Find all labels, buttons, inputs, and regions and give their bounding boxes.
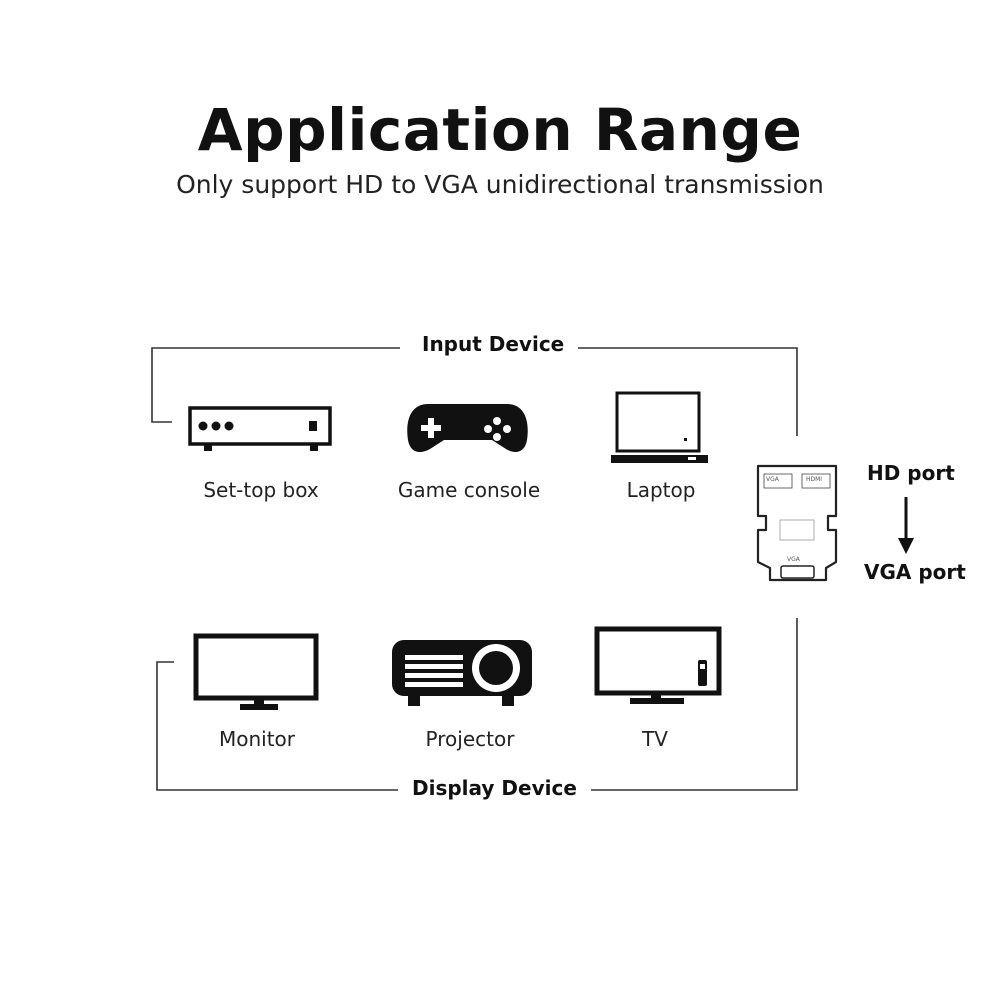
device-label-monitor: Monitor — [218, 727, 296, 751]
game-controller-icon — [407, 404, 528, 452]
device-label-set-top-box: Set-top box — [203, 478, 319, 502]
page-subtitle: Only support HD to VGA unidirectional tr… — [176, 170, 824, 199]
tv-icon — [594, 626, 722, 704]
adapter-engraving-bottom: VGA — [787, 556, 800, 563]
down-arrow-icon — [898, 497, 914, 554]
device-label-laptop: Laptop — [626, 478, 696, 502]
display-device-heading: Display Device — [398, 776, 591, 800]
page-title: Application Range — [197, 96, 803, 164]
display-bracket-line-right — [573, 618, 798, 791]
device-label-game-console: Game console — [397, 478, 541, 502]
device-label-tv: TV — [642, 727, 668, 751]
hd-port-label: HD port — [867, 461, 955, 485]
adapter-engraving-left: VGA — [766, 476, 779, 483]
device-label-projector: Projector — [425, 727, 515, 751]
vga-port-label: VGA port — [864, 560, 966, 584]
hdmi-vga-adapter-icon — [756, 464, 838, 582]
input-bracket-line-right — [572, 347, 798, 436]
input-device-heading: Input Device — [408, 332, 579, 356]
input-bracket-line — [151, 347, 400, 423]
projector-icon — [392, 640, 532, 706]
adapter-engraving-right: HDMI — [806, 476, 823, 483]
laptop-icon — [611, 391, 708, 463]
display-bracket-line — [156, 661, 402, 791]
set-top-box-icon — [188, 406, 332, 451]
monitor-icon — [193, 633, 319, 710]
